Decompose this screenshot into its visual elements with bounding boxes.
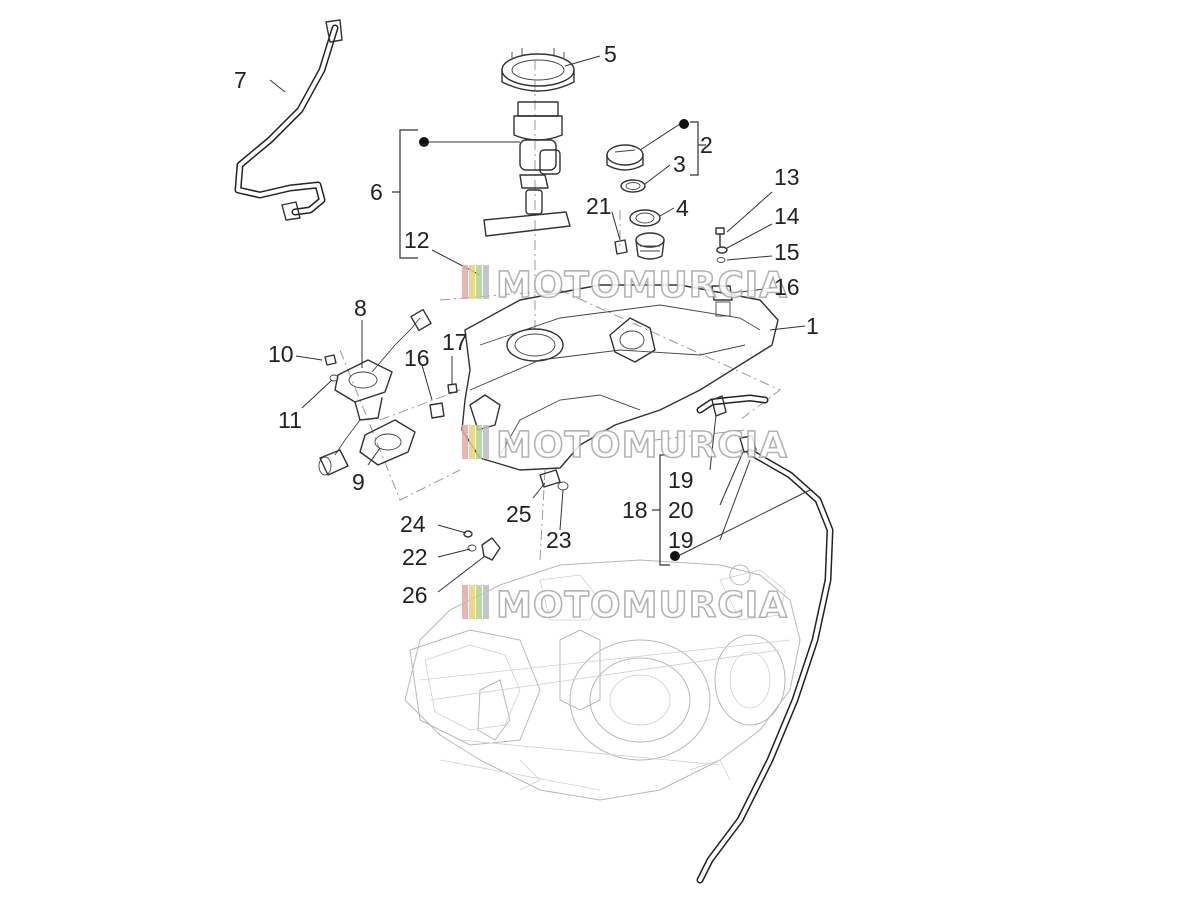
- callout-16-right: 16: [774, 274, 800, 300]
- fuel-tank: [461, 284, 779, 471]
- watermark-stripe: [483, 585, 489, 619]
- watermark-text: MOTOMURCIA: [496, 265, 788, 306]
- callout-26: 26: [402, 582, 428, 608]
- callout-15: 15: [774, 239, 800, 265]
- watermark-stripe: [469, 265, 475, 299]
- callout-labels: 1 2 3 4 5 6 7 8 9 10 11 12 13 14 15 16 1…: [234, 41, 819, 608]
- callout-19-bottom: 19: [668, 527, 694, 553]
- callout-7: 7: [234, 67, 247, 93]
- watermark-stripe: [462, 585, 468, 619]
- watermark-instance: MOTOMURCIA: [462, 264, 788, 307]
- watermark-stripe: [476, 585, 482, 619]
- fuel-pump-assembly: [483, 101, 571, 237]
- grouping-brackets: [392, 121, 706, 566]
- watermark-stripe: [469, 585, 475, 619]
- callout-1: 1: [806, 313, 819, 339]
- callout-2: 2: [700, 132, 713, 158]
- callout-25: 25: [506, 501, 532, 527]
- group-dot: [419, 137, 429, 147]
- watermark: MOTOMURCIA MOTOMURCIA MOTOMURCIA: [462, 264, 788, 627]
- drain-clip: [614, 239, 628, 255]
- callout-23: 23: [546, 527, 572, 553]
- watermark-stripe: [476, 425, 482, 459]
- tank-fasteners-right: [711, 227, 733, 301]
- callout-4: 4: [676, 195, 689, 221]
- fuel-level-sensor: [318, 308, 432, 476]
- watermark-stripe: [476, 265, 482, 299]
- callout-21: 21: [586, 193, 612, 219]
- callout-20: 20: [668, 497, 694, 523]
- tank-clips-left: [429, 383, 458, 419]
- sensor-gasket: [359, 419, 416, 466]
- callout-8: 8: [354, 295, 367, 321]
- watermark-instance: MOTOMURCIA: [462, 584, 788, 627]
- callout-13: 13: [774, 164, 800, 190]
- callout-19-top: 19: [668, 467, 694, 493]
- watermark-stripe: [462, 265, 468, 299]
- drain-screw-plug: [539, 469, 569, 491]
- watermark-text: MOTOMURCIA: [496, 425, 788, 466]
- callout-12: 12: [404, 227, 430, 253]
- callout-3: 3: [673, 151, 686, 177]
- callout-18: 18: [622, 497, 648, 523]
- callout-5: 5: [604, 41, 617, 67]
- group-dot: [670, 551, 680, 561]
- watermark-stripe: [462, 425, 468, 459]
- callout-16-left: 16: [404, 345, 430, 371]
- watermark-stripe: [469, 425, 475, 459]
- watermark-instance: MOTOMURCIA: [462, 424, 788, 467]
- cap-gasket: [620, 179, 646, 193]
- filler-ring: [629, 209, 661, 227]
- pump-ring-nut: [501, 48, 575, 92]
- assembly-reference-lines: [339, 60, 781, 561]
- fuel-cap: [606, 144, 644, 171]
- breather-hose: [234, 19, 343, 221]
- group-dot: [679, 119, 689, 129]
- sensor-nut-washer: [324, 354, 339, 382]
- callout-9: 9: [352, 469, 365, 495]
- callout-17: 17: [442, 329, 468, 355]
- watermark-text: MOTOMURCIA: [496, 585, 788, 626]
- fuel-hose: [696, 394, 834, 884]
- engine-connectors: [463, 530, 501, 561]
- filler-neck: [635, 232, 665, 260]
- callout-leaders: [269, 55, 811, 593]
- group-marker-dots: [419, 119, 689, 561]
- callout-11: 11: [278, 407, 302, 433]
- engine-assembly: [404, 559, 801, 801]
- callout-22: 22: [402, 544, 428, 570]
- callout-6: 6: [370, 179, 383, 205]
- callout-10: 10: [268, 341, 294, 367]
- callout-14: 14: [774, 203, 800, 229]
- callout-24: 24: [400, 511, 426, 537]
- watermark-stripe: [483, 425, 489, 459]
- watermark-stripe: [483, 265, 489, 299]
